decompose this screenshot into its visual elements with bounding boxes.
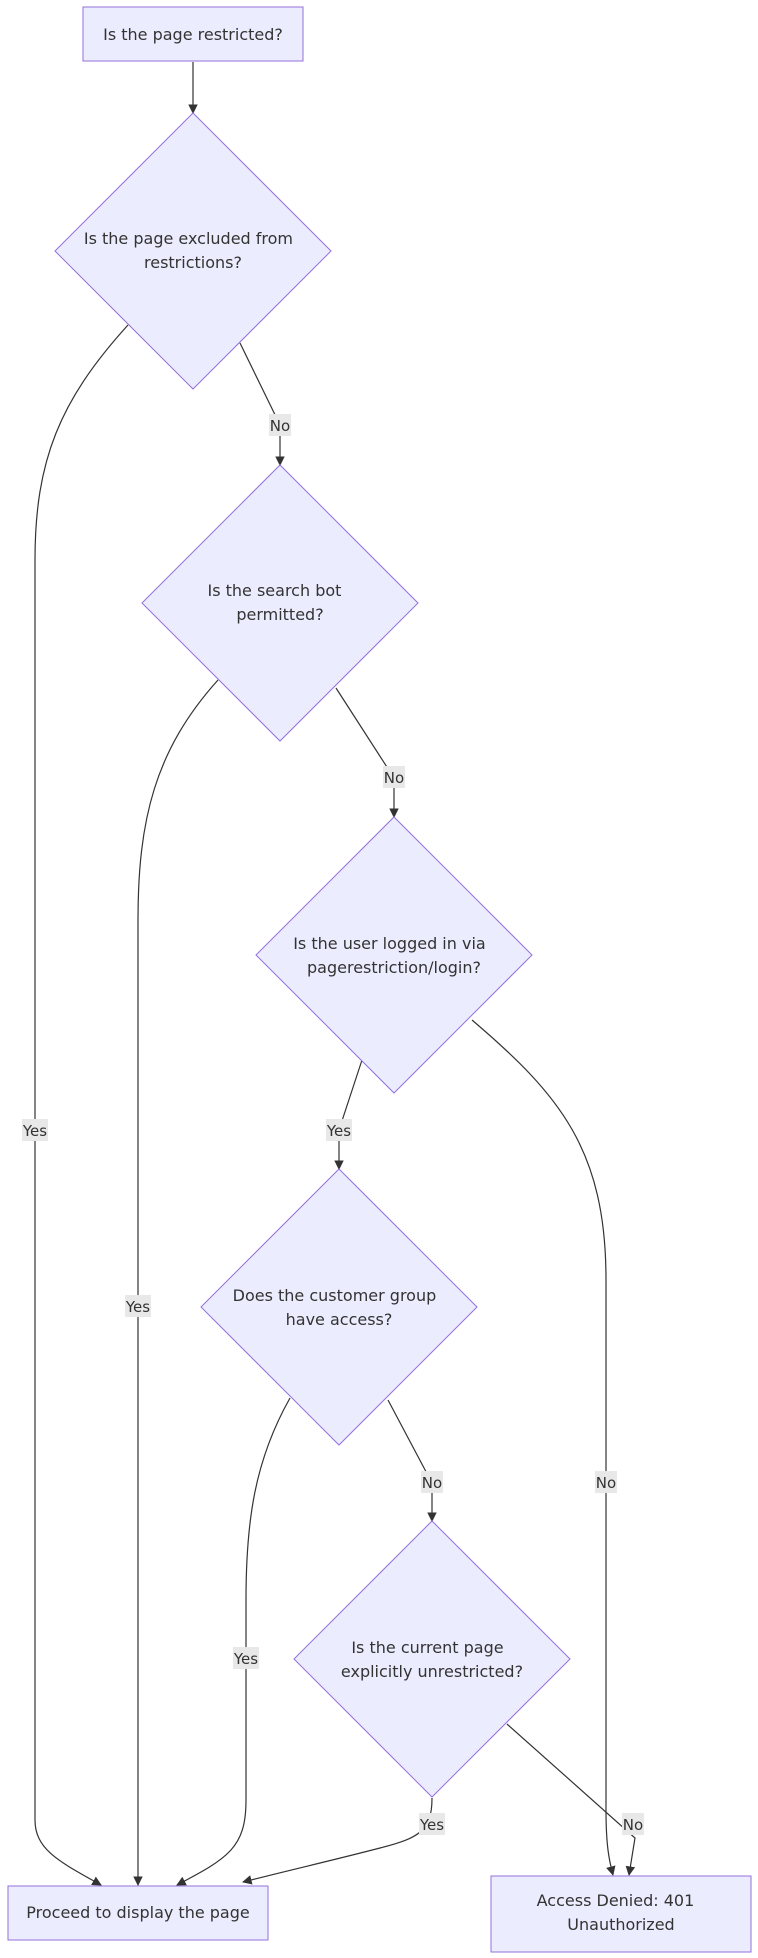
svg-text:No: No — [270, 417, 290, 435]
node-group: Does the customer group have access? — [200, 1168, 478, 1446]
svg-text:No: No — [384, 769, 404, 787]
edge-unrestricted-no — [506, 1723, 636, 1876]
node-start-label: Is the page restricted? — [103, 25, 283, 44]
node-denied-label: Access Denied: 401 Unauthorized — [537, 1891, 700, 1934]
edge-label-searchbot-no: No — [383, 766, 405, 788]
edge-label-excluded-yes: Yes — [22, 1119, 48, 1141]
svg-text:No: No — [422, 1474, 442, 1492]
svg-text:Yes: Yes — [326, 1122, 351, 1140]
node-excluded-label: Is the page excluded from restrictions? — [84, 229, 298, 272]
edge-searchbot-no — [335, 687, 399, 818]
node-searchbot-label: Is the search bot permitted? — [207, 581, 346, 624]
edge-loggedin-no — [471, 1019, 616, 1876]
edge-loggedin-yes — [334, 1059, 363, 1170]
node-group-label: Does the customer group have access? — [233, 1286, 442, 1329]
edge-excluded-yes — [34, 324, 129, 1886]
edge-searchbot-yes — [133, 679, 219, 1886]
edge-excluded-no — [239, 342, 285, 466]
node-start: Is the page restricted? — [82, 6, 304, 62]
svg-text:Yes: Yes — [419, 1816, 444, 1834]
node-excluded: Is the page excluded from restrictions? — [54, 112, 332, 390]
edge-group-no — [387, 1399, 437, 1522]
svg-text:Yes: Yes — [233, 1650, 258, 1668]
svg-text:No: No — [596, 1474, 616, 1492]
node-unrestricted: Is the current page explicitly unrestric… — [293, 1520, 571, 1798]
edge-label-group-yes: Yes — [233, 1647, 259, 1669]
edge-label-searchbot-yes: Yes — [125, 1295, 151, 1317]
node-loggedin-label: Is the user logged in via pagerestrictio… — [293, 934, 491, 977]
edge-label-unrestricted-no: No — [622, 1813, 644, 1835]
node-searchbot: Is the search bot permitted? — [141, 464, 419, 742]
edge-label-excluded-no: No — [269, 414, 291, 436]
node-proceed-label: Proceed to display the page — [26, 1903, 249, 1922]
node-loggedin: Is the user logged in via pagerestrictio… — [255, 816, 533, 1094]
node-proceed: Proceed to display the page — [7, 1885, 269, 1941]
edge-label-group-no: No — [421, 1471, 443, 1493]
node-unrestricted-label: Is the current page explicitly unrestric… — [341, 1638, 523, 1681]
edge-label-loggedin-no: No — [595, 1471, 617, 1493]
edge-group-yes — [176, 1397, 291, 1886]
svg-text:Yes: Yes — [125, 1298, 150, 1316]
edge-label-loggedin-yes: Yes — [326, 1119, 352, 1141]
svg-text:Yes: Yes — [22, 1122, 47, 1140]
edge-label-unrestricted-yes: Yes — [419, 1813, 445, 1835]
node-denied: Access Denied: 401 Unauthorized — [490, 1875, 752, 1953]
edge-unrestricted-yes — [242, 1797, 433, 1885]
svg-text:No: No — [623, 1816, 643, 1834]
